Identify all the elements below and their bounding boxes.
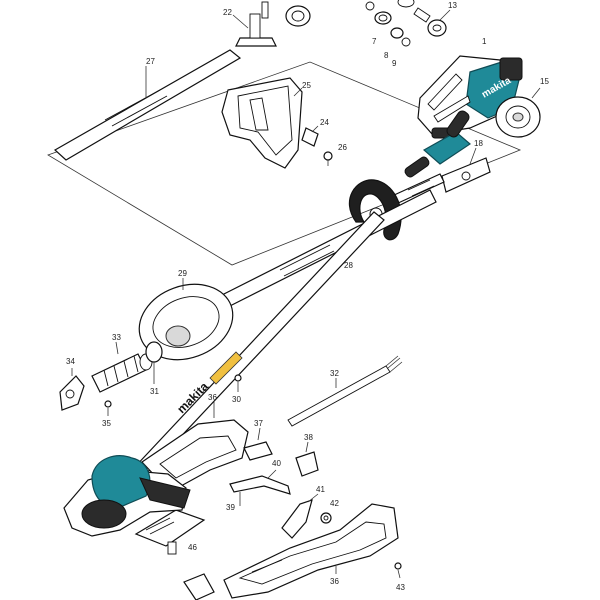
callout-27: 27 xyxy=(146,57,155,66)
part-38-switch xyxy=(295,441,319,477)
callout-46: 46 xyxy=(188,543,197,552)
part-22-sleeve xyxy=(285,5,311,27)
callout-1: 1 xyxy=(482,37,487,46)
callout-31: 31 xyxy=(150,387,159,396)
callout-8: 8 xyxy=(384,51,389,60)
part-27-shaft-tube xyxy=(53,49,242,161)
part-24-bracket xyxy=(301,125,319,147)
cutter-head xyxy=(63,455,191,537)
part-34-bracket xyxy=(59,368,85,411)
part-7-ring xyxy=(365,1,392,25)
part-40-lever xyxy=(229,469,291,495)
callout-36-upper: 36 xyxy=(208,393,217,402)
callout-36-lower: 36 xyxy=(330,577,339,586)
part-25-guard xyxy=(221,77,303,169)
callout-37: 37 xyxy=(254,419,263,428)
part-30-screw xyxy=(234,374,242,392)
callout-35: 35 xyxy=(102,419,111,428)
callout-38: 38 xyxy=(304,433,313,442)
part-43-screw xyxy=(394,562,402,579)
part-37-switch-cover xyxy=(243,427,273,461)
callout-7: 7 xyxy=(372,37,377,46)
callout-28: 28 xyxy=(344,261,353,270)
callout-13: 13 xyxy=(448,1,457,10)
callout-40: 40 xyxy=(272,459,281,468)
callout-34: 34 xyxy=(66,357,75,366)
callout-42: 42 xyxy=(330,499,339,508)
callout-41: 41 xyxy=(316,485,325,494)
callout-32: 32 xyxy=(330,369,339,378)
part-35-screw xyxy=(104,400,112,416)
callout-15: 15 xyxy=(540,77,549,86)
part-8-nut xyxy=(390,27,404,39)
part-31-clip xyxy=(145,341,163,384)
part-18-coupling xyxy=(441,147,491,193)
part-26-screw xyxy=(323,151,333,166)
callout-29: 29 xyxy=(178,269,187,278)
callout-22: 22 xyxy=(223,8,232,17)
part-41-trigger xyxy=(281,493,319,539)
part-42-o-ring xyxy=(320,512,332,524)
part-1-motor-housing: makita xyxy=(417,55,523,139)
part-15-wheel xyxy=(495,87,541,138)
part-22-clamp-bracket xyxy=(232,1,277,47)
part-lower-fragment xyxy=(183,573,215,600)
callout-39: 39 xyxy=(226,503,235,512)
callout-25: 25 xyxy=(302,81,311,90)
controller-grip xyxy=(404,110,471,178)
callout-24: 24 xyxy=(320,118,329,127)
part-32-wire-harness xyxy=(287,355,403,427)
callout-labels: 22 13 7 8 9 1 15 27 25 24 26 18 28 29 33… xyxy=(66,1,549,592)
callout-33: 33 xyxy=(112,333,121,342)
part-36-housing-half-bottom xyxy=(223,503,399,599)
callout-30: 30 xyxy=(232,395,241,404)
callout-43: 43 xyxy=(396,583,405,592)
part-33-grip-sleeve xyxy=(91,341,153,393)
callout-18: 18 xyxy=(474,139,483,148)
part-46-terminal-plate xyxy=(134,509,206,555)
assembly-outline-frame xyxy=(47,61,522,266)
callout-9: 9 xyxy=(392,59,397,68)
part-13-washer xyxy=(397,0,451,37)
part-28-main-shaft xyxy=(215,189,437,311)
part-9-pin xyxy=(401,37,411,47)
part-29-guard-plate xyxy=(138,278,234,361)
callout-26: 26 xyxy=(338,143,347,152)
